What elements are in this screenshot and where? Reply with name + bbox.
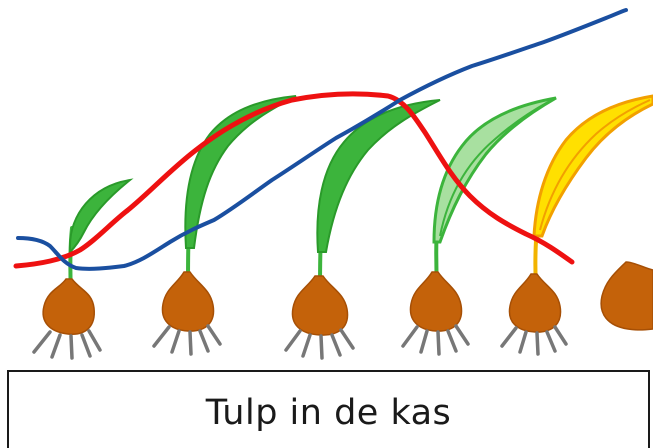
bulb: [161, 271, 215, 332]
leaf: [69, 178, 134, 255]
tulip-stage-growing: [152, 95, 297, 356]
roots: [284, 328, 355, 360]
caption-box: Tulp in de kas: [7, 370, 650, 448]
leaf-vein: [439, 101, 549, 237]
roots: [32, 329, 102, 360]
tulip-growth-diagram: [13, 8, 653, 360]
roots: [152, 324, 222, 356]
blue-curve: [16, 8, 628, 271]
leaf: [316, 99, 441, 253]
red-curve: [13, 91, 575, 269]
tulip-stage-fading: [401, 96, 557, 356]
bulb: [508, 273, 562, 333]
bulb: [409, 271, 463, 332]
roots: [401, 324, 470, 356]
tulip-stage-sprout: [32, 178, 134, 360]
leaf: [532, 94, 653, 238]
bulb: [291, 275, 349, 336]
tulip-stage-mature: [284, 99, 441, 360]
caption-text: Tulp in de kas: [205, 393, 452, 433]
bulb: [600, 261, 653, 331]
tulip-stage-yellowing: [500, 94, 653, 356]
leaf: [184, 95, 297, 249]
tulip-stage-dormant-bulb: [600, 261, 653, 331]
roots: [500, 325, 568, 356]
bulb: [42, 278, 95, 335]
leaf-vein: [539, 99, 651, 231]
